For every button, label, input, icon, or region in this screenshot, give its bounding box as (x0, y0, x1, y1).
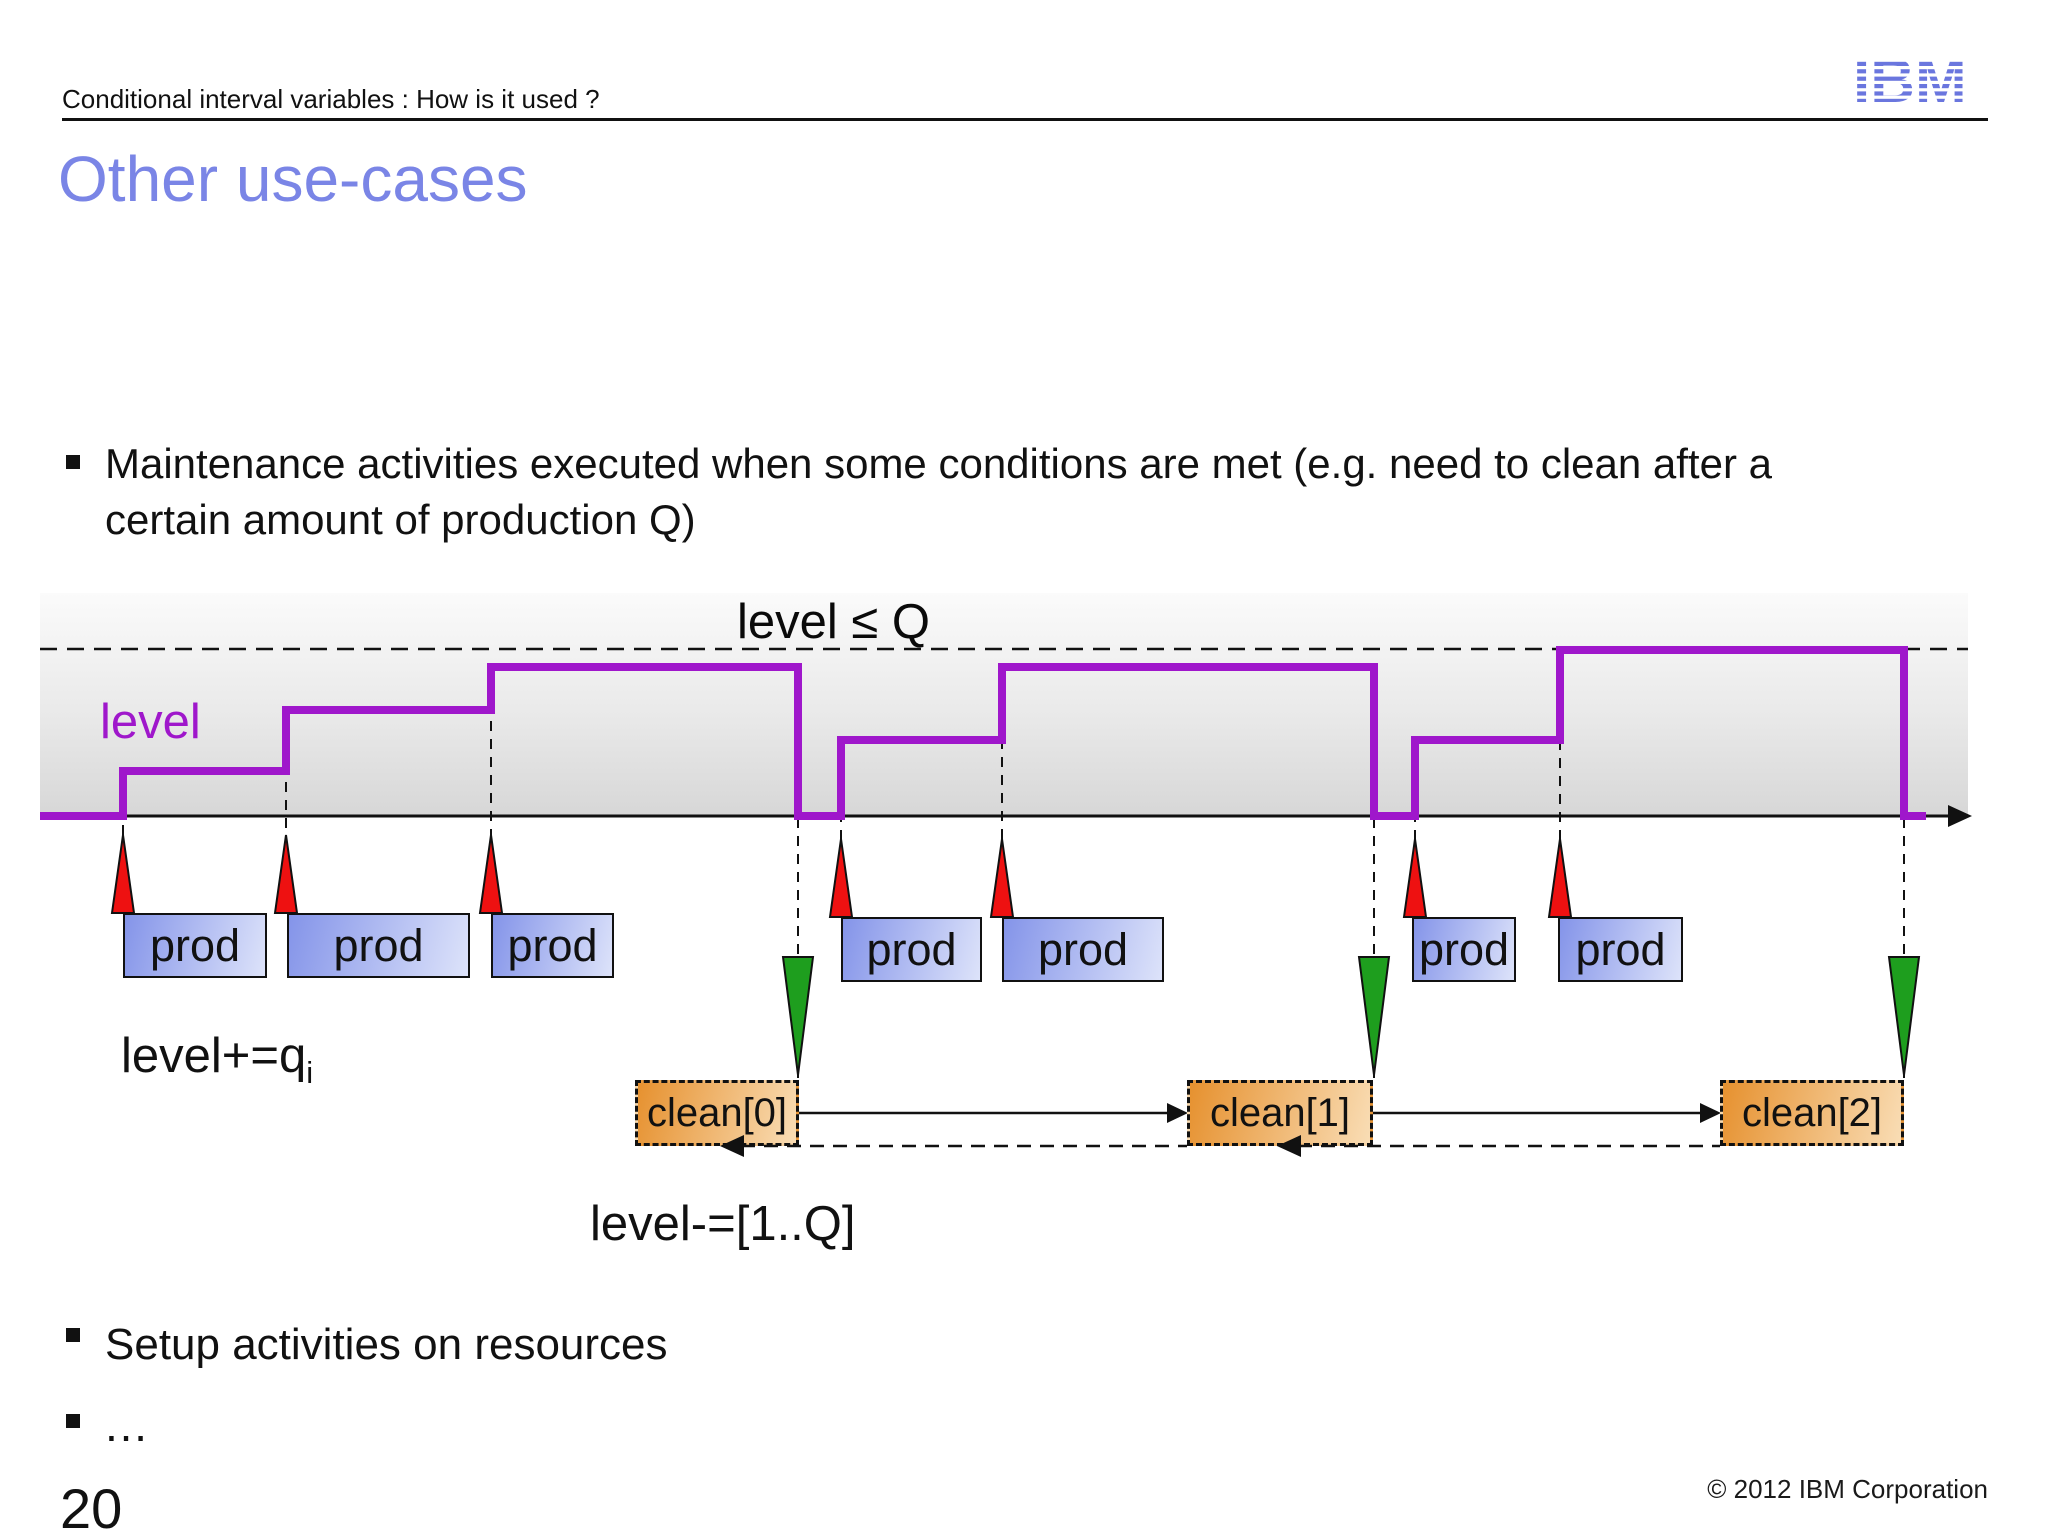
clean-box: clean[2] (1720, 1080, 1904, 1146)
bullet-setup: Setup activities on resources (105, 1320, 668, 1369)
bullet-marker (66, 1414, 80, 1428)
bullet-maintenance-line1: Maintenance activities executed when som… (105, 440, 1772, 487)
level-increment-label: level+=qi (121, 1029, 314, 1090)
forward-arrowhead-icon (1700, 1103, 1721, 1123)
prod-box: prod (287, 913, 470, 978)
prod-box: prod (1558, 917, 1683, 982)
bullet-marker (66, 455, 80, 469)
prod-box: prod (491, 913, 614, 978)
backward-arrowhead-icon (1277, 1135, 1301, 1157)
clean-box: clean[0] (635, 1080, 799, 1146)
level-curve (40, 646, 1926, 820)
bullet-marker (66, 1328, 80, 1342)
bullet-maintenance-line2: certain amount of production Q) (105, 495, 696, 543)
page-number: 20 (60, 1477, 123, 1536)
prod-box: prod (1002, 917, 1164, 982)
time-axis-arrowhead-icon (1948, 805, 1972, 827)
page-title: Other use-cases (58, 143, 528, 215)
backward-arrowhead-icon (720, 1135, 744, 1157)
q-constraint-label: level ≤ Q (737, 595, 931, 649)
breadcrumb: Conditional interval variables : How is … (62, 84, 600, 114)
copyright: © 2012 IBM Corporation (1707, 1474, 1988, 1504)
prod-box: prod (1412, 917, 1516, 982)
bullet-ellipsis: … (103, 1399, 149, 1451)
forward-arrowhead-icon (1167, 1103, 1188, 1123)
level-label: level (100, 695, 201, 749)
prod-box: prod (841, 917, 982, 982)
level-decrement-label: level-=[1..Q] (590, 1197, 856, 1251)
bullet-maintenance: Maintenance activities executed when som… (105, 436, 1925, 548)
clean-event-arrows (781, 956, 1921, 1076)
ibm-logo-icon: IBM (1853, 46, 1993, 113)
header-rule (62, 118, 1988, 121)
prod-event-arrows (110, 834, 1573, 918)
clean-box: clean[1] (1187, 1080, 1373, 1146)
prod-box: prod (123, 913, 267, 978)
